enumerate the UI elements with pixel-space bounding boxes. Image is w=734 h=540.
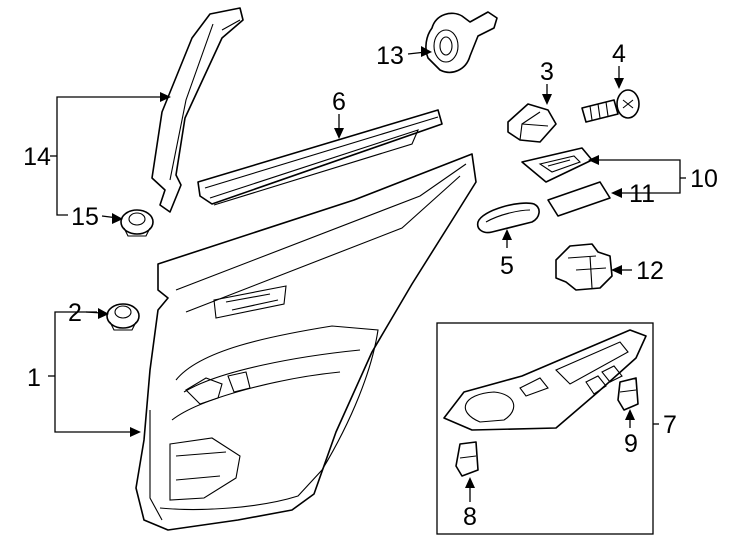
- callout-8: 8: [463, 503, 477, 531]
- part-8-clip: [455, 441, 479, 477]
- callout-5: 5: [500, 252, 514, 280]
- callout-4: 4: [612, 40, 626, 68]
- callout-6: 6: [332, 88, 346, 116]
- part-7-armrest-box: [436, 322, 654, 535]
- callout-13: 13: [376, 42, 404, 70]
- callout-10: 10: [690, 165, 718, 193]
- callout-12: 12: [636, 257, 664, 285]
- part-9-clip: [617, 377, 639, 411]
- callout-2: 2: [68, 299, 82, 327]
- part-6-belt-molding: [197, 109, 443, 206]
- callout-labels: 1 2 3 4 5 6 7 8 9 10 11 12 13 14 15: [23, 40, 718, 531]
- leader-lines: [48, 46, 686, 502]
- part-12-window-switch: [555, 243, 613, 291]
- callout-14: 14: [23, 143, 51, 171]
- part-3-connector: [507, 103, 557, 143]
- part-4-screw: [581, 89, 640, 123]
- part-15-clip-nut: [120, 209, 154, 237]
- part-13-clip: [425, 11, 498, 74]
- callout-9: 9: [624, 430, 638, 458]
- part-5-inside-handle: [476, 202, 540, 234]
- part-7-armrest-bezel: [443, 329, 647, 431]
- callout-11: 11: [629, 180, 655, 208]
- part-14-window-garnish: [151, 7, 244, 213]
- part-11-trim-pad: [547, 181, 611, 217]
- callout-3: 3: [540, 58, 554, 86]
- part-1-door-trim-panel: [135, 153, 477, 531]
- part-10-switch-bezel: [521, 147, 593, 183]
- callout-15: 15: [71, 203, 99, 231]
- callout-7: 7: [663, 411, 677, 439]
- callout-1: 1: [27, 364, 41, 392]
- part-2-clip-nut: [106, 303, 140, 331]
